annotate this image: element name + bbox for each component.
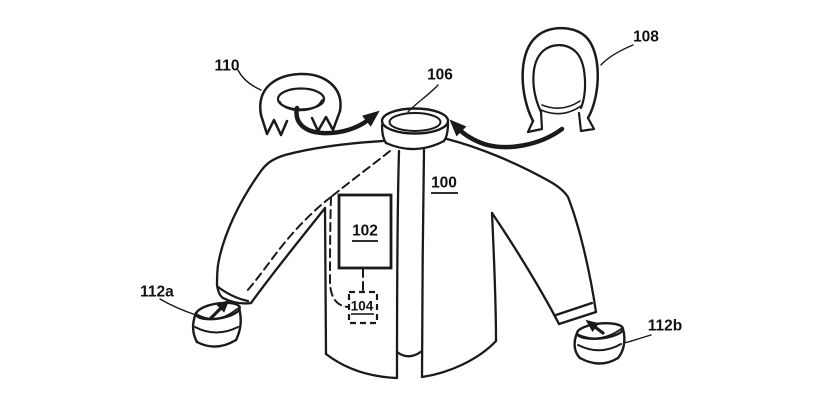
hood-outer-contour [521, 26, 599, 123]
hood-left-foot [526, 110, 544, 134]
jacket-body-right-edge [490, 211, 498, 343]
jacket-right-cuff-band [554, 301, 594, 317]
cuff-left-side-2 [234, 306, 242, 342]
leader-108 [600, 44, 634, 66]
label-102: 102 [352, 223, 378, 240]
collar-stand-left [380, 123, 388, 145]
collar [380, 107, 450, 151]
module-102-rect [337, 193, 393, 270]
jacket-left-shoulder-sleeve [215, 139, 385, 287]
jacket-placket-left [395, 149, 401, 380]
label-100: 100 [431, 175, 457, 192]
hood-inner-contour [532, 44, 587, 114]
module-102-box: 102 [337, 193, 393, 270]
module-104-rect [347, 290, 379, 325]
module-104-box: 104 [347, 290, 379, 325]
label-112a: 112a [140, 284, 174, 301]
label-108: 108 [633, 29, 659, 46]
jacket-right-sleeve-inner [490, 211, 561, 326]
jacket-placket-right [420, 148, 426, 379]
arrow-cuff-right-to-sleeve [585, 319, 605, 335]
cuff-right-bottom [578, 356, 620, 365]
collar-ring-attachment [259, 72, 342, 137]
cuff-left-seam [194, 326, 239, 334]
jacket-left-sleeve-inner [249, 206, 327, 305]
reference-labels: 110 106 108 100 112a 112b [140, 29, 682, 335]
ring-left-tail [259, 113, 289, 137]
label-110: 110 [214, 58, 239, 75]
cuff-left-bottom [195, 338, 238, 348]
collar-inner-rim [388, 112, 442, 132]
ring-outer-band [259, 72, 342, 117]
jacket-right-cuff-tip [557, 310, 598, 326]
hood-attachment [521, 26, 599, 134]
jacket-right-shoulder-sleeve [445, 137, 598, 314]
leader-112b [623, 334, 652, 344]
label-104: 104 [351, 299, 374, 314]
cuff-left-side-1 [191, 311, 199, 344]
cuff-cylinder-left [191, 301, 242, 348]
cuff-right-side-1 [573, 331, 582, 360]
attachment-arrows [209, 105, 605, 335]
jacket-body-left-edge [323, 206, 328, 356]
wire-sleeve-branch [245, 196, 332, 293]
cuff-cylinder-right [573, 321, 626, 365]
arrow-cuff-left-to-sleeve [209, 299, 230, 320]
cuff-left-inner-rim [197, 308, 238, 320]
jacket-placket-notch [395, 349, 424, 358]
collar-outer-rim [380, 107, 450, 135]
jacket-outline [215, 137, 598, 380]
collar-stand-right [442, 121, 450, 143]
arrow-ring-to-collar [294, 105, 380, 136]
label-112b: 112b [648, 318, 682, 335]
leader-110 [237, 69, 262, 91]
wire-collar-to-junction [330, 150, 391, 198]
jacket-left-cuff-tip [221, 296, 253, 305]
wire-chest-to-module [328, 196, 349, 308]
jacket-hem-right [420, 339, 498, 379]
ring-rim-line [279, 99, 323, 112]
arrow-hood-to-collar [449, 119, 565, 150]
hood-right-foot [577, 111, 596, 133]
hood-neck-rim-1 [540, 105, 582, 115]
ring-right-tail [310, 109, 342, 133]
collar-stand-bottom [384, 139, 446, 151]
label-106: 106 [427, 67, 453, 84]
leader-106 [407, 84, 439, 113]
cuff-right-side-2 [616, 327, 626, 360]
cuff-right-seam [577, 343, 622, 352]
leader-112a [159, 298, 197, 316]
dashed-wire [245, 150, 391, 308]
cuff-right-inner-rim [578, 328, 622, 340]
jacket-hem-left [324, 352, 399, 380]
leader-lines [159, 44, 652, 344]
jacket-left-cuff-band [216, 285, 250, 303]
hood-neck-rim-2 [541, 100, 581, 109]
